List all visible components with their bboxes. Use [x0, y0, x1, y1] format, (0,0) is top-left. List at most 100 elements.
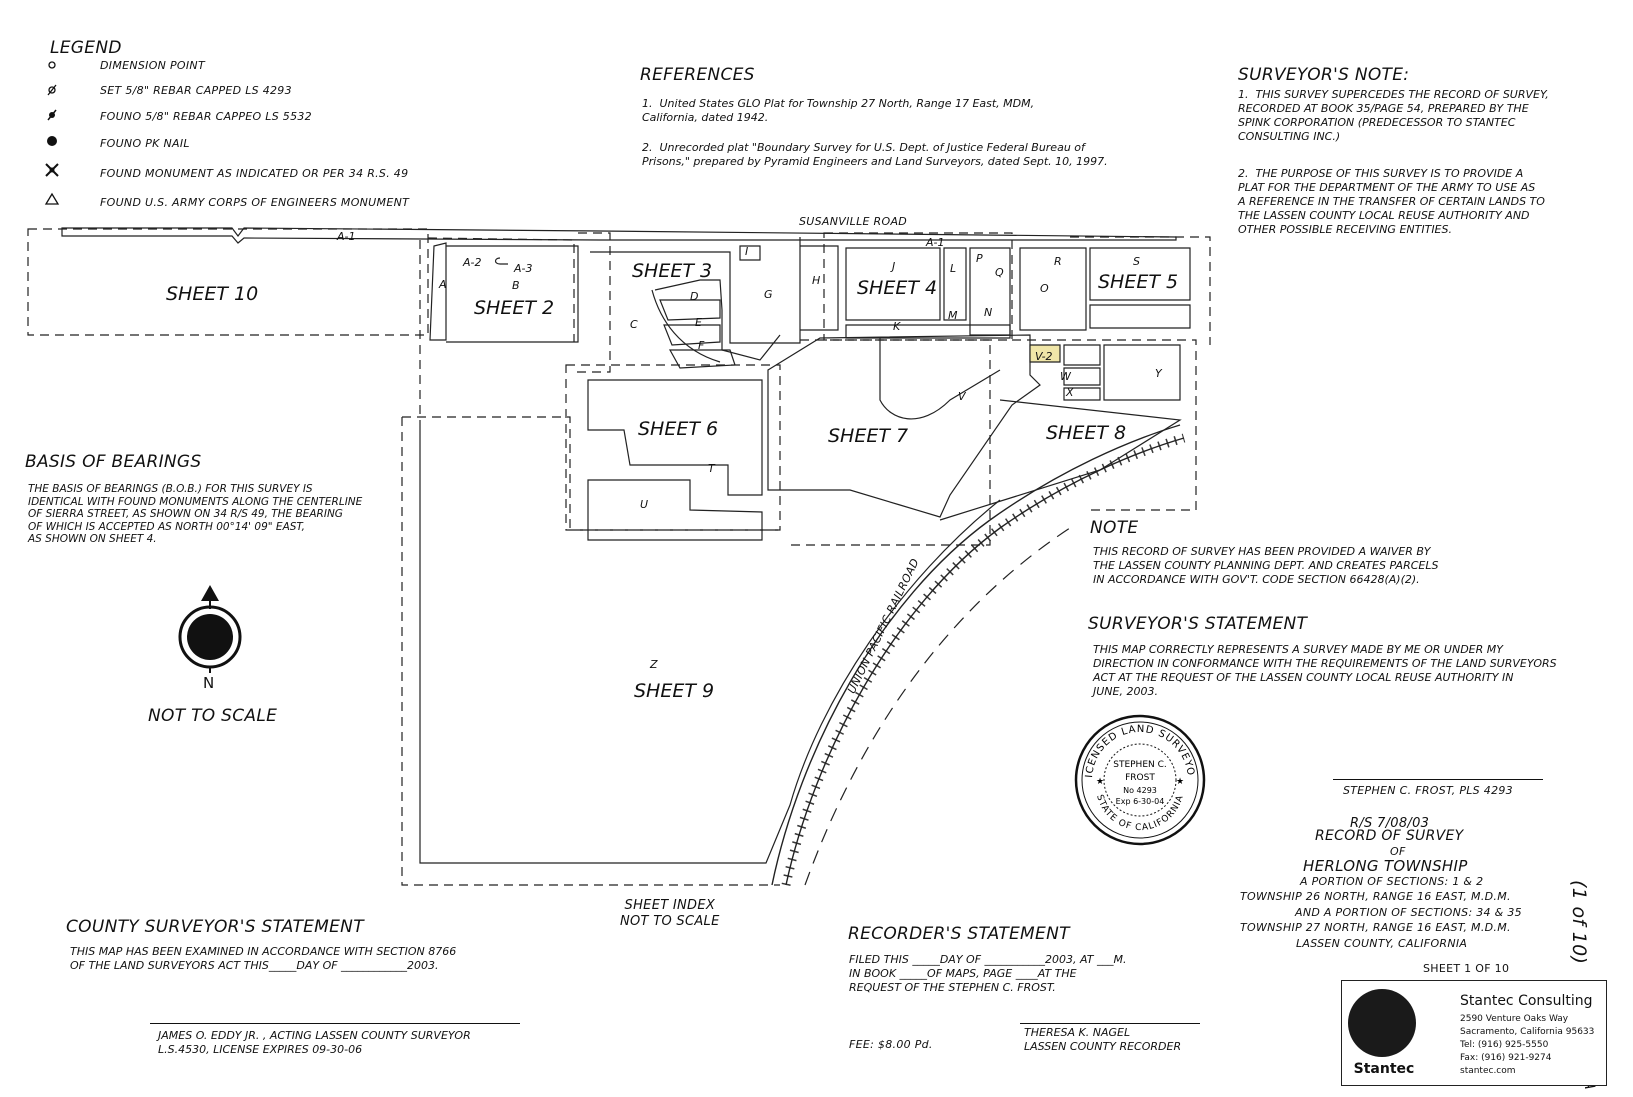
parcel-p: P: [976, 252, 983, 265]
sheet-7-parcel: [767, 334, 1041, 518]
rebar-found-icon: [47, 109, 57, 121]
reference-2: 2. Unrecorded plat "Boundary Survey for …: [642, 141, 1108, 168]
title-line-3: A PORTION OF SECTIONS: 1 & 2: [1300, 875, 1484, 888]
sheet-4-label: SHEET 4: [857, 277, 938, 299]
county-signer: JAMES O. EDDY JR. , ACTING LASSEN COUNTY…: [158, 1029, 471, 1056]
parcel-j: J: [892, 260, 896, 273]
sheet-9-label: SHEET 9: [634, 680, 715, 702]
seal-number: No 4293: [1123, 786, 1157, 795]
surveyor-statement-text: THIS MAP CORRECTLY REPRESENTS A SURVEY M…: [1093, 643, 1557, 698]
sheet-7-frame: [790, 339, 991, 546]
sheet-6-frame: [565, 364, 781, 531]
title-line-2: HERLONG TOWNSHIP: [1303, 857, 1468, 875]
parcel-r: R: [1054, 255, 1062, 268]
parcel-a3: A-3: [514, 262, 533, 275]
title-line-6: TOWNSHIP 27 NORTH, RANGE 16 EAST, M.D.M.: [1240, 921, 1511, 934]
parcel-a2: A-2: [463, 256, 482, 269]
parcel-n: N: [984, 306, 993, 319]
margin-note: (1 of 10): [1568, 880, 1590, 965]
surveyor-note-2: 2. THE PURPOSE OF THIS SURVEY IS TO PROV…: [1238, 167, 1545, 236]
sheet-5-frame: [1070, 236, 1211, 345]
parcel-v: V: [958, 390, 966, 403]
legend-title: LEGEND: [50, 38, 122, 58]
sheet-9-parcel: [419, 425, 1001, 864]
county-statement-title: COUNTY SURVEYOR'S STATEMENT: [66, 917, 364, 937]
parcel-l: L: [950, 262, 957, 275]
parcel-i: I: [745, 245, 749, 258]
title-line-5: AND A PORTION OF SECTIONS: 34 & 35: [1295, 906, 1522, 919]
seal-star-right-icon: ★: [1176, 777, 1184, 787]
recorder-text: FILED THIS _____DAY OF ___________2003, …: [849, 953, 1127, 994]
not-to-scale-label: NOT TO SCALE: [148, 706, 278, 726]
sheet-2-parcel: [429, 242, 447, 341]
title-line-7: LASSEN COUNTY, CALIFORNIA: [1296, 937, 1468, 950]
stantec-name: Stantec Consulting: [1460, 993, 1593, 1009]
county-signer-line: [150, 1023, 520, 1024]
sheet-index-caption: SHEET INDEX NOT TO SCALE: [620, 898, 720, 929]
corps-monument-icon: [44, 192, 60, 205]
parcel-a1-east: A-1: [926, 236, 945, 249]
parcel-s: S: [1133, 255, 1140, 268]
parcel-a1-west: A-1: [337, 230, 356, 243]
references-title: REFERENCES: [640, 65, 755, 85]
north-arrow-icon: [178, 585, 242, 673]
sheet-3-label: SHEET 3: [632, 260, 713, 282]
monument-x-icon: [45, 163, 59, 177]
sheet-2-label: SHEET 2: [474, 297, 555, 319]
parcel-z: Z: [650, 658, 658, 671]
legend-label-6: FOUND U.S. ARMY CORPS OF ENGINEERS MONUM…: [100, 196, 410, 209]
legend-label-1: DIMENSION POINT: [100, 59, 205, 72]
pk-nail-icon: [47, 136, 57, 146]
parcel-g: G: [764, 288, 773, 301]
surveyor-statement-title: SURVEYOR'S STATEMENT: [1088, 614, 1308, 634]
parcel-q: Q: [995, 266, 1004, 279]
recorder-title: RECORDER'S STATEMENT: [848, 924, 1070, 944]
legend-label-2: SET 5/8" REBAR CAPPED LS 4293: [100, 84, 292, 97]
stantec-brand: Stantec: [1353, 1061, 1415, 1077]
recorder-signer-line: [1020, 1023, 1200, 1024]
title-of: OF: [1390, 845, 1406, 858]
rs-date: R/S 7/08/03: [1350, 816, 1430, 831]
sheet-6-label: SHEET 6: [638, 418, 719, 440]
surveyor-note-1: 1. THIS SURVEY SUPERCEDES THE RECORD OF …: [1238, 88, 1549, 143]
recorder-signer: THERESA K. NAGEL LASSEN COUNTY RECORDER: [1024, 1026, 1182, 1053]
railroad-line: [771, 424, 1181, 886]
legend-label-4: FOUNO PK NAIL: [100, 137, 190, 150]
note-title: NOTE: [1090, 518, 1139, 538]
title-line-4: TOWNSHIP 26 NORTH, RANGE 16 EAST, M.D.M.: [1240, 890, 1511, 903]
parcel-t: T: [708, 462, 715, 475]
stantec-address: 2590 Venture Oaks Way Sacramento, Califo…: [1460, 1014, 1595, 1076]
sheet-4-frame: [823, 232, 1013, 341]
parcel-y: Y: [1155, 367, 1162, 380]
note-text: THIS RECORD OF SURVEY HAS BEEN PROVIDED …: [1093, 545, 1439, 586]
parcel-b: B: [512, 279, 520, 292]
legend-symbols: [44, 61, 60, 205]
basis-of-bearings-title: BASIS OF BEARINGS: [25, 452, 202, 472]
dimension-point-icon: [48, 61, 56, 69]
parcel-h: H: [812, 274, 821, 287]
parcel-c: C: [630, 318, 638, 331]
susanville-road: [61, 227, 1177, 244]
north-letter: N: [203, 674, 215, 692]
basis-of-bearings-text: THE BASIS OF BEARINGS (B.O.B.) FOR THIS …: [28, 483, 363, 545]
rebar-set-icon: [47, 84, 57, 96]
county-statement-text: THIS MAP HAS BEEN EXAMINED IN ACCORDANCE…: [70, 945, 457, 972]
seal-expiry: Exp 6-30-04: [1116, 797, 1165, 806]
recorder-fee: FEE: $8.00 Pd.: [849, 1038, 933, 1051]
parcel-u: U: [640, 498, 649, 511]
seal-name-2: FROST: [1125, 773, 1155, 783]
surveyor-note-title: SURVEYOR'S NOTE:: [1238, 65, 1410, 85]
sheet-10-frame: [27, 228, 429, 336]
parcel-e: E: [695, 316, 702, 329]
parcel-v2: V-2: [1035, 350, 1053, 363]
sheet-8-frame: [1012, 339, 1197, 511]
reference-1: 1. United States GLO Plat for Township 2…: [642, 97, 1035, 124]
sheet-10-label: SHEET 10: [166, 283, 259, 305]
sheet-3-frame: [576, 232, 611, 373]
parcel-k: K: [893, 320, 901, 333]
parcel-d: D: [690, 290, 699, 303]
parcel-w: W: [1060, 370, 1071, 383]
signer-name: STEPHEN C. FROST, PLS 4293: [1343, 784, 1513, 797]
